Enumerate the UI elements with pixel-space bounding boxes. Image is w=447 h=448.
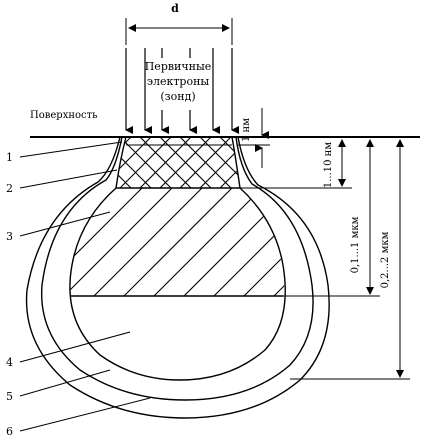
marker-6: 6 (6, 425, 13, 438)
probe-label-line2: электроны (147, 75, 210, 88)
probe-label-line3: (зонд) (160, 90, 195, 103)
outer-envelope-6 (25, 136, 330, 419)
width-label: d (171, 2, 179, 15)
width-dimension (125, 18, 233, 45)
inner-volume-3-4 (69, 187, 286, 381)
dim-02-2um-label: 0,2...2 мкм (380, 231, 391, 288)
dim-1-10nm-label: 1...10 нм (323, 142, 334, 188)
dim-1nm-label: 1 нм (241, 118, 252, 142)
marker-leaders (19, 141, 151, 432)
depth-dimensions (238, 108, 410, 380)
surface-label: Поверхность (30, 110, 98, 121)
marker-5: 5 (6, 390, 13, 403)
probe-label-line1: Первичные (145, 60, 212, 73)
middle-envelope-5 (40, 136, 314, 401)
primary-electron-arrows (125, 48, 239, 134)
marker-1: 1 (6, 151, 13, 164)
hatch-region-3 (69, 188, 285, 296)
dim-01-1um-label: 0,1...1 мкм (350, 216, 361, 273)
marker-3: 3 (6, 230, 13, 243)
marker-2: 2 (6, 182, 13, 195)
marker-4: 4 (6, 356, 13, 369)
